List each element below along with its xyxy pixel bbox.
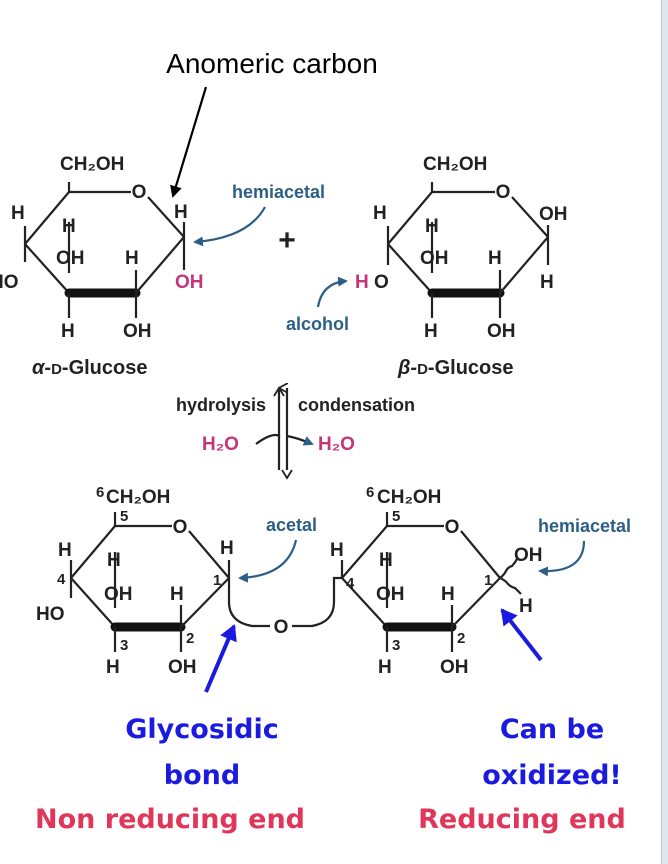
glycosidic-bond-right [292, 576, 342, 628]
alpha-h-c3: H [61, 321, 75, 342]
beta-oh-c2: OH [487, 321, 516, 342]
dis-right-ch2oh: CH₂OH [377, 487, 441, 508]
dis-left-ch2oh: CH₂OH [106, 487, 170, 508]
acetal-arrow [238, 539, 298, 583]
disaccharide-left-ring: 6 CH₂OH 5 O H 4 HO H OH 3 H H 2 OH H 1 [36, 484, 234, 678]
beta-glucose-name: β-D-Glucose [397, 357, 514, 379]
dis-left-h-c5: H [107, 550, 121, 571]
anomeric-pointer-arrow [170, 86, 208, 198]
alpha-ch2oh: CH₂OH [60, 154, 124, 175]
non-reducing-end-text: Non reducing end [35, 804, 305, 835]
beta-h-c4: H [373, 203, 387, 224]
window-edge [661, 0, 668, 864]
hemiacetal-bottom-arrow [538, 540, 586, 577]
alpha-ho-c4: HO [0, 272, 19, 293]
dis-right-h-c2: H [441, 584, 455, 605]
beta-oh-c3: OH [420, 248, 449, 269]
dis-left-ring-oxygen: O [173, 517, 188, 538]
glycosidic-bond-left [227, 578, 270, 628]
beta-oh-c1: OH [539, 204, 568, 225]
dis-right-num-1: 1 [484, 572, 492, 589]
dis-right-h-c4: H [330, 540, 344, 561]
anomeric-carbon-label: Anomeric carbon [166, 48, 378, 79]
plus-sign: + [278, 224, 296, 257]
water-left: H₂O [202, 434, 239, 455]
dis-right-h-c3: H [378, 657, 392, 678]
dis-right-oh-c1: OH [514, 545, 543, 566]
water-right: H₂O [318, 434, 355, 455]
dis-left-ho-c4: HO [36, 604, 65, 625]
acetal-label: acetal [266, 515, 317, 535]
beta-glucose: CH₂OH O H H O H OH H H OH OH H β-D-Gluco… [355, 154, 568, 379]
dis-right-num-4: 4 [346, 575, 355, 592]
bond-text: bond [164, 760, 240, 791]
dis-right-num-5: 5 [392, 508, 400, 525]
wavy-bond-oh [499, 558, 518, 579]
dis-right-h-c1: H [519, 596, 533, 617]
dis-right-ring-oxygen: O [445, 517, 460, 538]
alpha-h-c2: H [125, 248, 139, 269]
dis-left-num-6: 6 [96, 484, 104, 501]
dis-left-oh-c2: OH [168, 657, 197, 678]
alpha-h-c5: H [62, 216, 76, 237]
oxidized-callout-arrow [500, 608, 543, 662]
dis-left-num-4: 4 [57, 571, 66, 588]
dis-left-oh-c3: OH [104, 584, 133, 605]
alcohol-label: alcohol [286, 314, 349, 334]
alpha-h-c4: H [11, 203, 25, 224]
beta-h-c2: H [488, 248, 502, 269]
dis-right-num-2: 2 [457, 630, 465, 647]
hemiacetal-top-label: hemiacetal [232, 182, 325, 202]
dis-left-num-3: 3 [120, 637, 128, 654]
alpha-h-c1: H [174, 202, 188, 223]
wavy-bond-h [499, 576, 522, 595]
dis-left-num-5: 5 [120, 508, 128, 525]
beta-alcohol-h: H [355, 272, 369, 293]
dis-left-num-2: 2 [186, 630, 194, 647]
alpha-anomeric-oh: OH [175, 272, 204, 293]
dis-left-num-1: 1 [213, 572, 221, 589]
disaccharide-right-ring: 6 CH₂OH 5 O H 4 H OH 3 H H 2 OH 1 OH H [330, 484, 543, 678]
dis-right-oh-c2: OH [440, 657, 469, 678]
alpha-oh-c3: OH [56, 248, 85, 269]
can-be-text: Can be [500, 714, 604, 745]
dis-left-h-c3: H [106, 657, 120, 678]
hemiacetal-top-arrow [193, 206, 266, 247]
beta-h-c1: H [540, 272, 554, 293]
beta-ch2oh: CH₂OH [423, 154, 487, 175]
alcohol-arrow [316, 276, 348, 308]
beta-h-c5: H [425, 216, 439, 237]
alpha-ring-oxygen: O [132, 182, 147, 203]
dis-right-h-c5: H [379, 550, 393, 571]
alpha-glucose: CH₂OH O H HO H OH H H OH H OH α-D-Glucos… [0, 154, 204, 379]
beta-alcohol-o: O [374, 272, 389, 293]
beta-ring-oxygen: O [496, 182, 511, 203]
condensation-label: condensation [298, 395, 415, 415]
bridge-oxygen: O [274, 617, 289, 638]
dis-right-oh-c3: OH [376, 584, 405, 605]
hydrolysis-label: hydrolysis [176, 395, 266, 415]
alpha-glucose-name: α-D-Glucose [32, 357, 147, 379]
dis-left-h-c2: H [170, 584, 184, 605]
beta-h-c3: H [424, 321, 438, 342]
reducing-end-text: Reducing end [418, 804, 626, 835]
dis-left-h-c4: H [58, 540, 72, 561]
dis-left-h-c1: H [220, 538, 234, 559]
glycosidic-text: Glycosidic [125, 714, 278, 745]
hemiacetal-bottom-label: hemiacetal [538, 516, 631, 536]
glycosidic-callout-arrow [204, 624, 237, 693]
alpha-oh-c2: OH [123, 321, 152, 342]
oxidized-text: oxidized! [482, 760, 621, 791]
dis-right-num-6: 6 [366, 484, 374, 501]
dis-right-num-3: 3 [392, 637, 400, 654]
